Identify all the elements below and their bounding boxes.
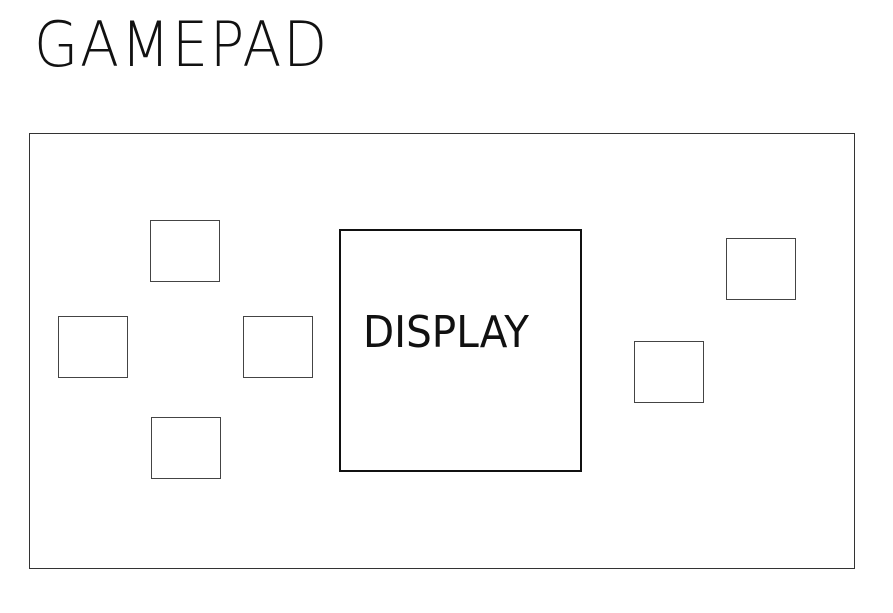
dpad-up-button[interactable] [150,220,220,282]
action-button-bottom[interactable] [634,341,704,403]
dpad-down-button[interactable] [151,417,221,479]
dpad-left-button[interactable] [58,316,128,378]
display-screen: DISPLAY [339,229,582,472]
display-label: DISPLAY [363,307,529,358]
dpad-right-button[interactable] [243,316,313,378]
page-title: GAMEPAD [34,8,330,81]
gamepad-body [29,133,855,569]
action-button-top[interactable] [726,238,796,300]
